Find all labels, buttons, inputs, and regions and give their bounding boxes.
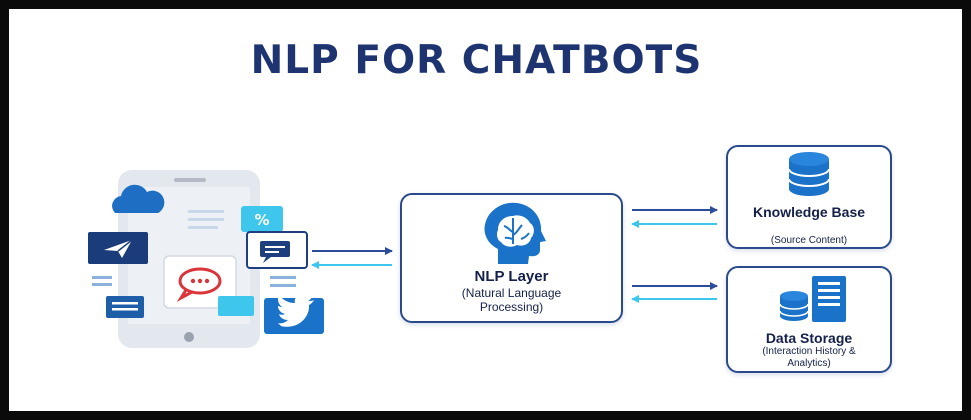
tile-icon	[218, 296, 254, 316]
diagram-title: NLP FOR CHATBOTS	[250, 38, 703, 83]
document-icon	[106, 296, 144, 318]
cloud-icon	[112, 184, 165, 213]
knowledge-base-box: Knowledge Base (Source Content)	[726, 145, 892, 249]
data-storage-box: Data Storage (Interaction History & Anal…	[726, 266, 892, 373]
nlp-layer-title: NLP Layer	[474, 268, 549, 285]
text-lines-icon	[188, 210, 224, 229]
nlp-layer-box: NLP Layer (Natural Language Processing)	[400, 193, 623, 323]
nlp-layer-description: (Natural Language Processing)	[461, 286, 562, 314]
paper-plane-icon	[88, 232, 148, 264]
knowledge-base-title: Knowledge Base	[752, 204, 866, 220]
data-storage-title: Data Storage	[765, 330, 853, 346]
server-icon	[779, 276, 846, 322]
list-lines-icon	[92, 276, 112, 286]
database-icon	[788, 152, 830, 196]
list-lines-icon	[270, 276, 296, 287]
data-storage-description: (Interaction History & Analytics)	[762, 346, 856, 369]
chat-bubble-icon	[163, 255, 237, 309]
head-brain-icon	[484, 202, 546, 264]
percent-icon: %	[241, 206, 283, 232]
message-icon	[246, 231, 308, 269]
svg-text:%: %	[254, 211, 269, 229]
knowledge-base-description: (Source Content)	[770, 235, 848, 246]
twitter-bird-icon	[264, 295, 324, 334]
